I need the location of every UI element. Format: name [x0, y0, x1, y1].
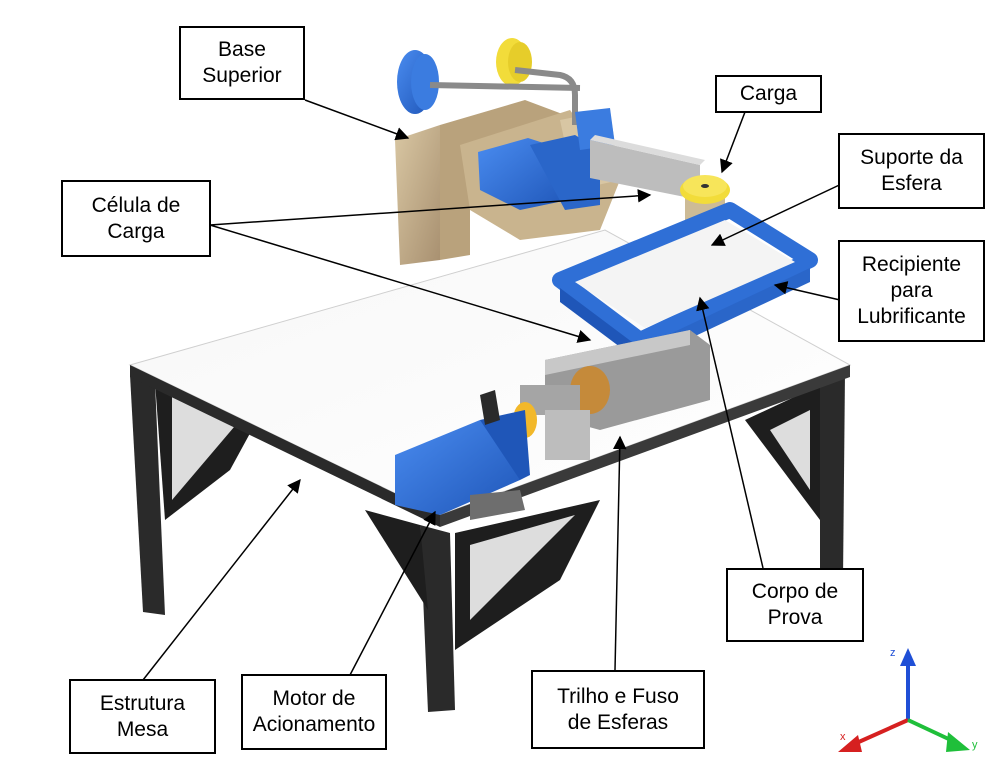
- lever-arm: [590, 135, 705, 200]
- drive-motor: [395, 390, 530, 520]
- axis-x-label: x: [840, 731, 846, 743]
- axis-z-label: z: [890, 647, 896, 659]
- slide-and-ballscrew: [513, 330, 710, 460]
- coordinate-axes: z x y: [838, 647, 978, 752]
- callout-carga: Carga: [715, 75, 822, 113]
- leader-lines: [142, 99, 851, 681]
- counterweights: [397, 38, 581, 125]
- axis-y-label: y: [972, 739, 978, 751]
